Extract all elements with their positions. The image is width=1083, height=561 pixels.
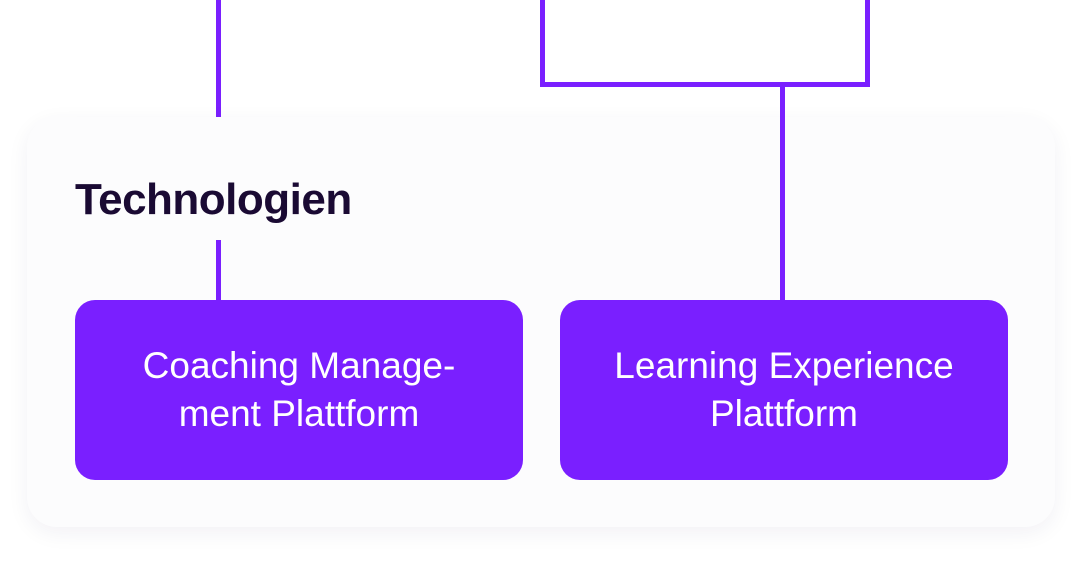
parent-node-outline (540, 0, 870, 87)
left-connector-line-bottom (216, 240, 221, 302)
card-label: Coaching Manage- ment Plattform (142, 345, 456, 434)
card-learning-experience-platform[interactable]: Learning Experience Plattform (560, 300, 1008, 480)
card-coaching-management-platform[interactable]: Coaching Manage- ment Plattform (75, 300, 523, 480)
left-connector-line-top (216, 0, 221, 160)
section-title: Technologien (75, 168, 360, 232)
right-connector-line (780, 82, 785, 302)
card-label: Learning Experience Plattform (614, 345, 954, 434)
